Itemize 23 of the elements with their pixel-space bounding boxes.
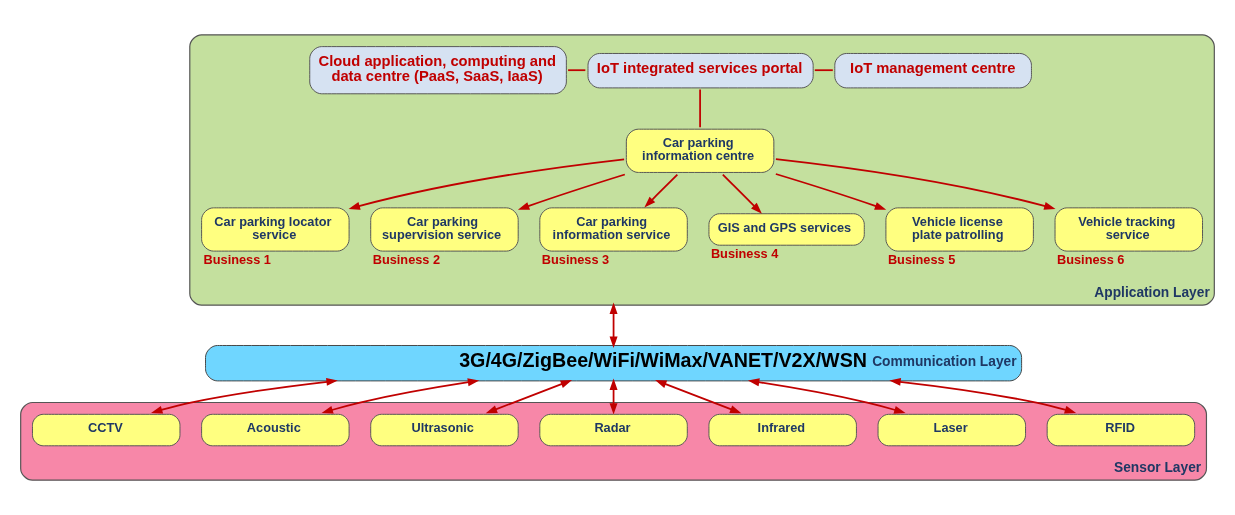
node-label: Business 4: [710, 246, 779, 262]
arrow: [889, 377, 1077, 414]
arrow: [151, 377, 338, 414]
connector: [699, 88, 701, 129]
connector: [567, 69, 587, 72]
arrow: [517, 173, 626, 210]
arrow: [774, 173, 887, 210]
arrow: [747, 378, 906, 414]
arrow: [721, 173, 762, 214]
node-label: Business 5: [887, 252, 956, 268]
arrow: [348, 158, 626, 210]
node-label: Business 3: [541, 252, 610, 268]
node-box: 3G/4G/ZigBee/WiFi/WiMax/VANET/V2X/WSN Communication Layer: [205, 345, 1023, 382]
arrow: [321, 378, 480, 414]
arrow: [655, 380, 742, 414]
node-label: Business 6: [1057, 252, 1125, 268]
node-label: Business 1: [203, 252, 271, 268]
arrow: [775, 158, 1056, 210]
arrow: [644, 173, 679, 208]
arrow: [485, 380, 573, 414]
arrow: [609, 302, 618, 348]
connector: [813, 69, 834, 72]
node-label: Business 2: [372, 252, 441, 268]
